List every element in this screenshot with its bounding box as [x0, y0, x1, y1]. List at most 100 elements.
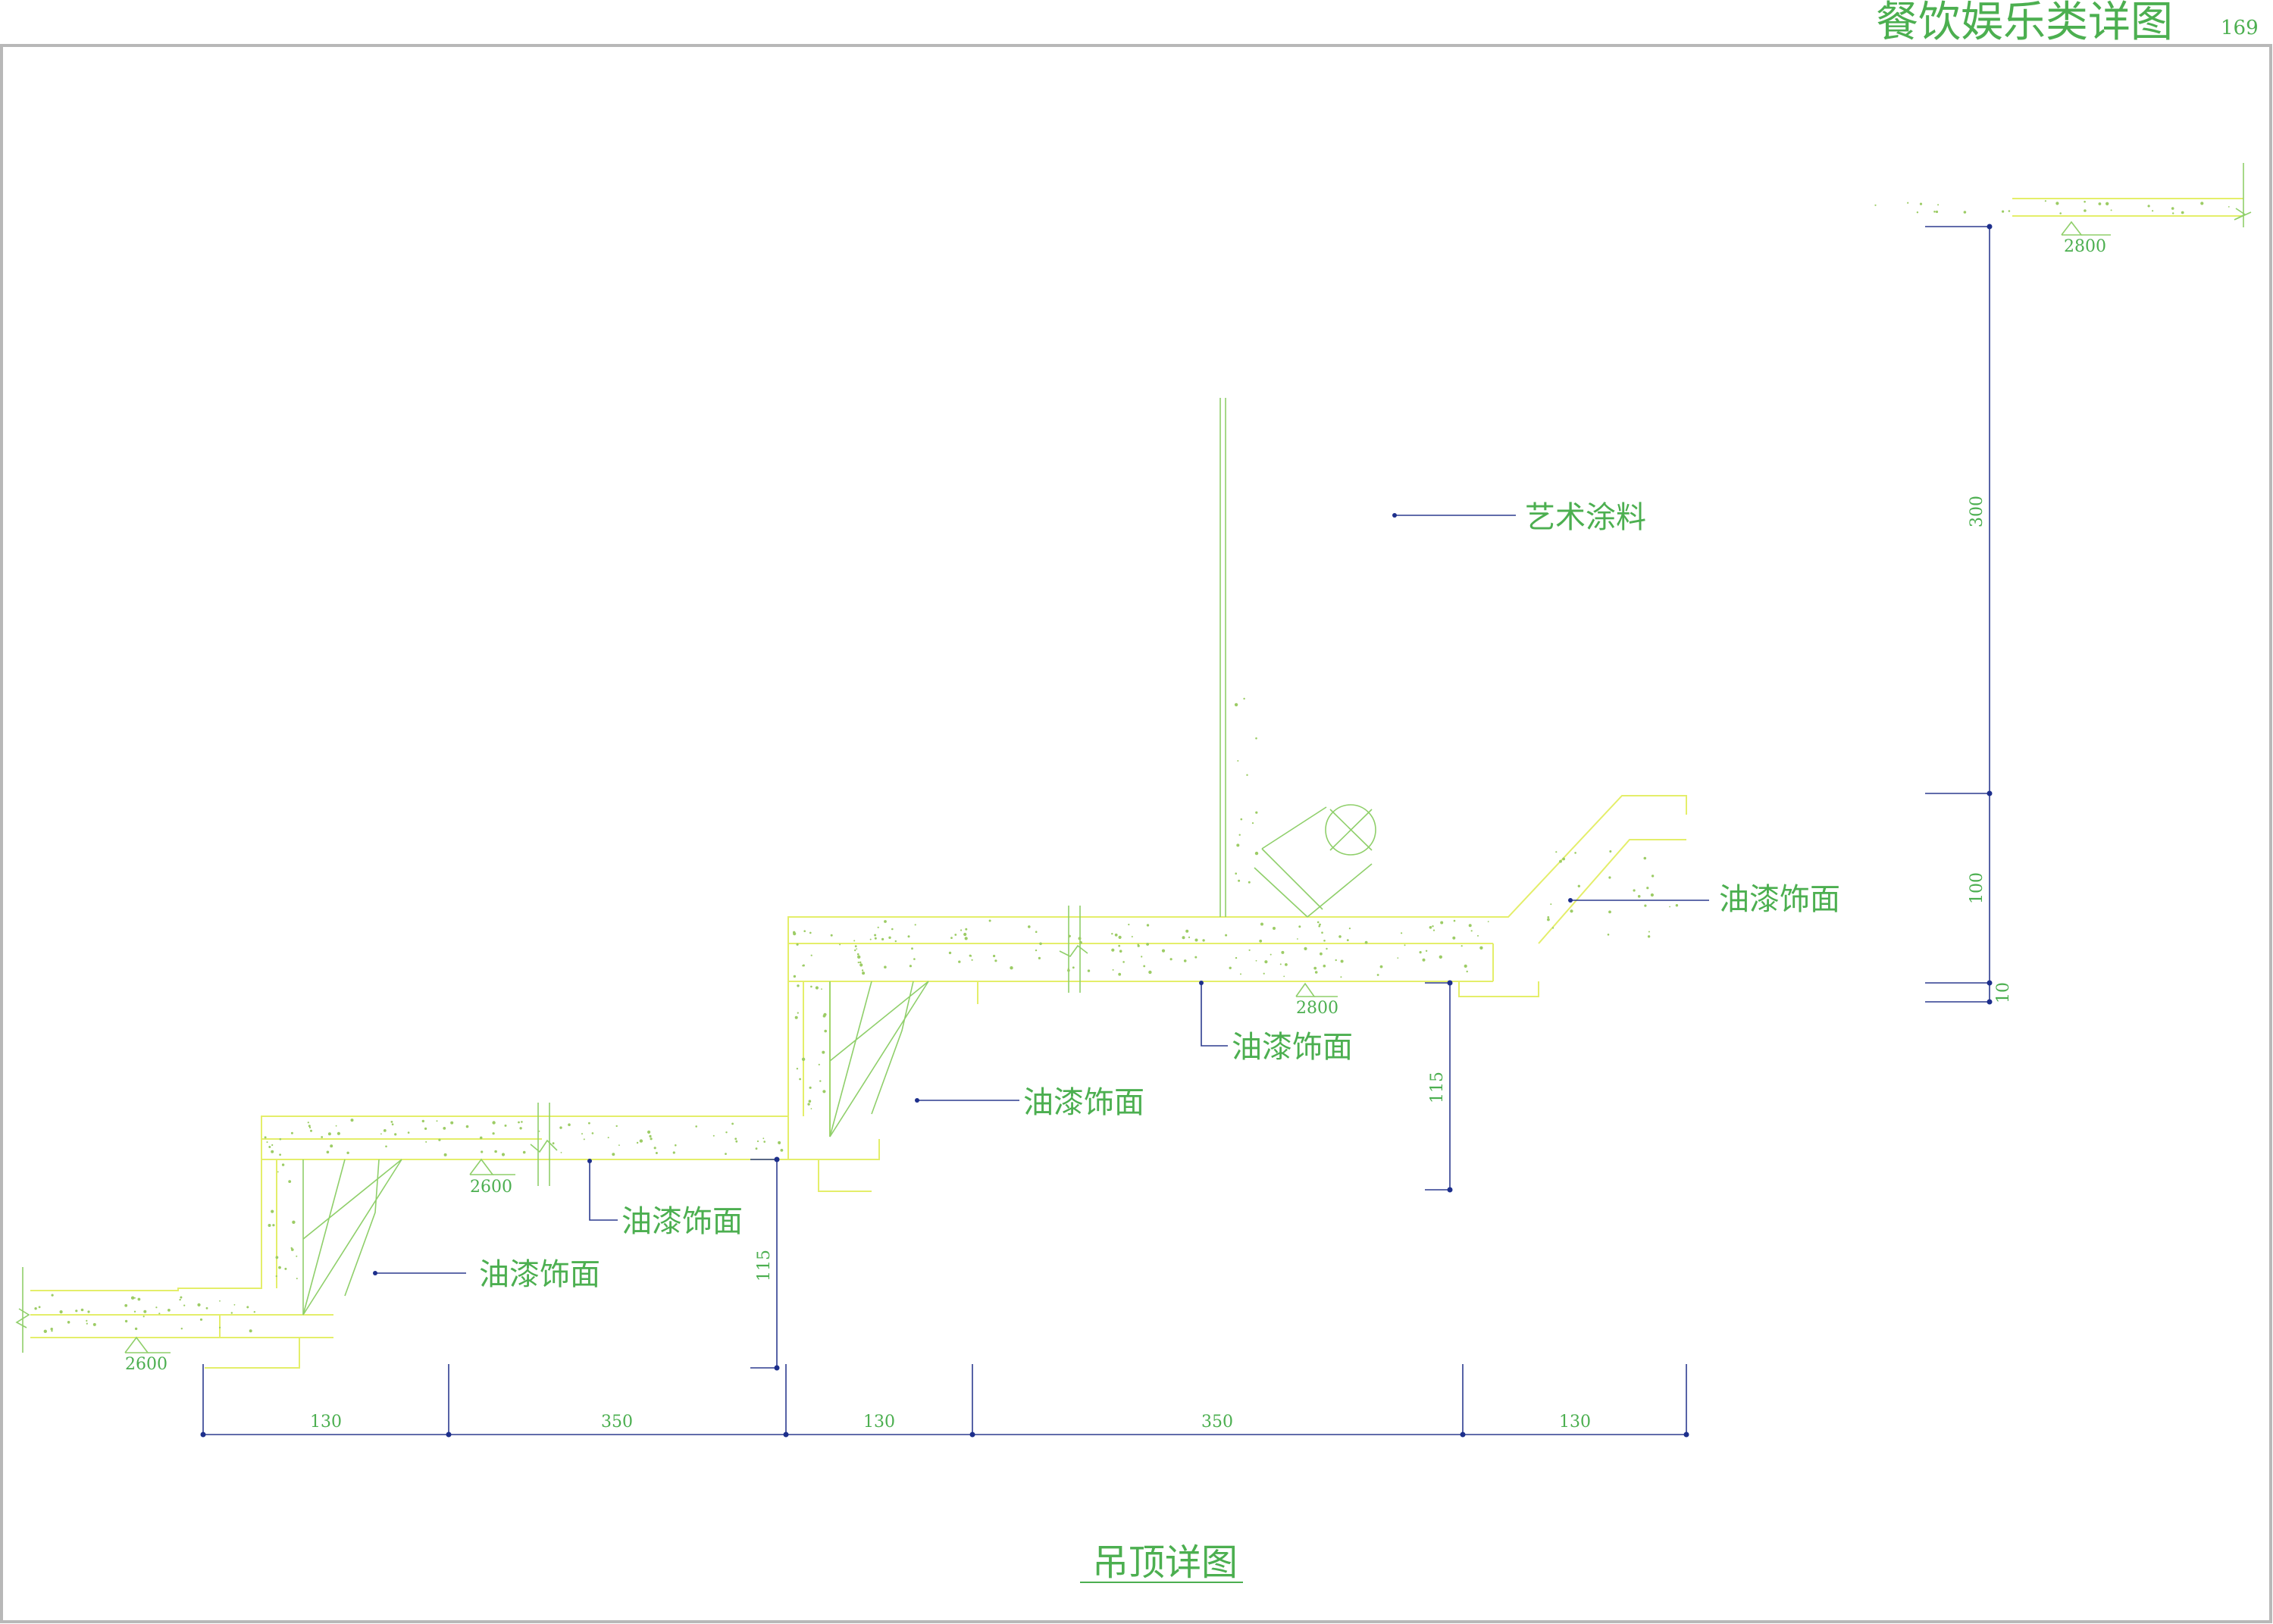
concrete-speck [394, 1133, 397, 1136]
annotation-paint-finish-right: 油漆饰面 [1719, 882, 1840, 917]
concrete-speck [436, 1120, 438, 1122]
concrete-speck [1550, 903, 1552, 906]
concrete-speck [1404, 944, 1406, 947]
concrete-speck [296, 1278, 298, 1280]
concrete-speck [1067, 968, 1069, 970]
concrete-speck [219, 1326, 221, 1328]
concrete-speck [763, 1141, 765, 1143]
concrete-speck [874, 934, 877, 937]
sheet-title: 餐饮娱乐类详图 [1876, 0, 2173, 47]
concrete-speck [1229, 966, 1232, 970]
concrete-speck [180, 1328, 183, 1330]
concrete-speck [1608, 876, 1611, 879]
concrete-speck [1319, 923, 1321, 926]
concrete-speck [1087, 969, 1091, 972]
concrete-speck [2059, 212, 2062, 214]
concrete-speck [38, 1306, 41, 1309]
concrete-speck [801, 1057, 806, 1062]
concrete-speck [672, 1151, 675, 1154]
concrete-speck [1646, 887, 1649, 890]
concrete-speck [1547, 918, 1550, 922]
concrete-speck [780, 1149, 784, 1152]
concrete-speck [425, 1141, 427, 1143]
concrete-speck [807, 1103, 810, 1106]
concrete-speck [1461, 945, 1463, 947]
concrete-speck [271, 1150, 274, 1153]
concrete-speck [1643, 856, 1647, 860]
concrete-speck [948, 951, 952, 955]
concrete-speck [1907, 202, 1909, 204]
concrete-speck [335, 1125, 337, 1127]
concrete-speck [1254, 851, 1259, 856]
concrete-speck [1335, 959, 1337, 962]
concrete-speck [1240, 973, 1241, 975]
concrete-speck [725, 1131, 728, 1134]
concrete-hatch [34, 200, 2230, 1334]
concrete-speck [1010, 966, 1013, 970]
concrete-speck [266, 1141, 268, 1144]
vertical-dimensions [750, 224, 1993, 1371]
concrete-speck [2200, 202, 2204, 205]
concrete-speck [1648, 931, 1650, 933]
concrete-speck [292, 1220, 296, 1225]
concrete-speck [1255, 959, 1257, 962]
concrete-speck [275, 1256, 279, 1259]
concrete-speck [815, 986, 819, 990]
concrete-speck [1609, 850, 1612, 853]
concrete-speck [168, 1309, 171, 1312]
concrete-speck [80, 1308, 84, 1312]
concrete-speck [1364, 940, 1368, 944]
concrete-speck [281, 1163, 285, 1166]
concrete-speck [1570, 909, 1573, 913]
concrete-speck [390, 1121, 393, 1123]
concrete-speck [1285, 963, 1288, 966]
concrete-speck [583, 1138, 585, 1141]
concrete-speck [797, 984, 800, 987]
concrete-speck [51, 1294, 54, 1297]
concrete-speck [1562, 857, 1566, 861]
concrete-speck [271, 1209, 274, 1213]
concrete-speck [839, 943, 841, 946]
concrete-speck [1202, 939, 1205, 942]
concrete-speck [443, 1153, 447, 1156]
concrete-speck [884, 965, 887, 968]
concrete-speck [1185, 929, 1189, 933]
concrete-speck [219, 1300, 221, 1302]
concrete-speck [914, 924, 916, 926]
concrete-speck [755, 1147, 758, 1150]
concrete-speck [874, 937, 877, 940]
concrete-speck [296, 1255, 298, 1257]
concrete-speck [591, 1132, 594, 1134]
concrete-speck [965, 928, 968, 931]
concrete-speck [1194, 956, 1198, 959]
concrete-speck [134, 1327, 138, 1331]
concrete-speck [1397, 957, 1399, 959]
dim-label-h4: 350 [1201, 1413, 1233, 1432]
concrete-speck [494, 1150, 497, 1153]
concrete-speck [1237, 760, 1239, 762]
concrete-speck [1182, 936, 1185, 940]
concrete-speck [1118, 944, 1121, 947]
concrete-speck [1637, 895, 1641, 898]
concrete-speck [1240, 818, 1243, 821]
concrete-speck [1122, 961, 1125, 963]
concrete-speck [1246, 774, 1248, 776]
concrete-speck [337, 1131, 340, 1135]
concrete-speck [268, 1224, 271, 1227]
concrete-speck [1279, 963, 1282, 965]
concrete-speck [1559, 859, 1562, 863]
concrete-speck [1128, 923, 1130, 926]
concrete-speck [735, 1140, 738, 1143]
concrete-speck [450, 1121, 454, 1125]
concrete-speck [1236, 843, 1240, 847]
concrete-speck [1574, 852, 1576, 854]
concrete-speck [1440, 921, 1444, 925]
concrete-speck [881, 937, 884, 940]
dim-label-115-upper: 115 [1428, 1072, 1447, 1103]
concrete-speck [810, 985, 812, 988]
concrete-speck [821, 988, 822, 990]
concrete-speck [830, 934, 833, 937]
concrete-speck [264, 1136, 267, 1139]
concrete-speck [1131, 936, 1133, 937]
